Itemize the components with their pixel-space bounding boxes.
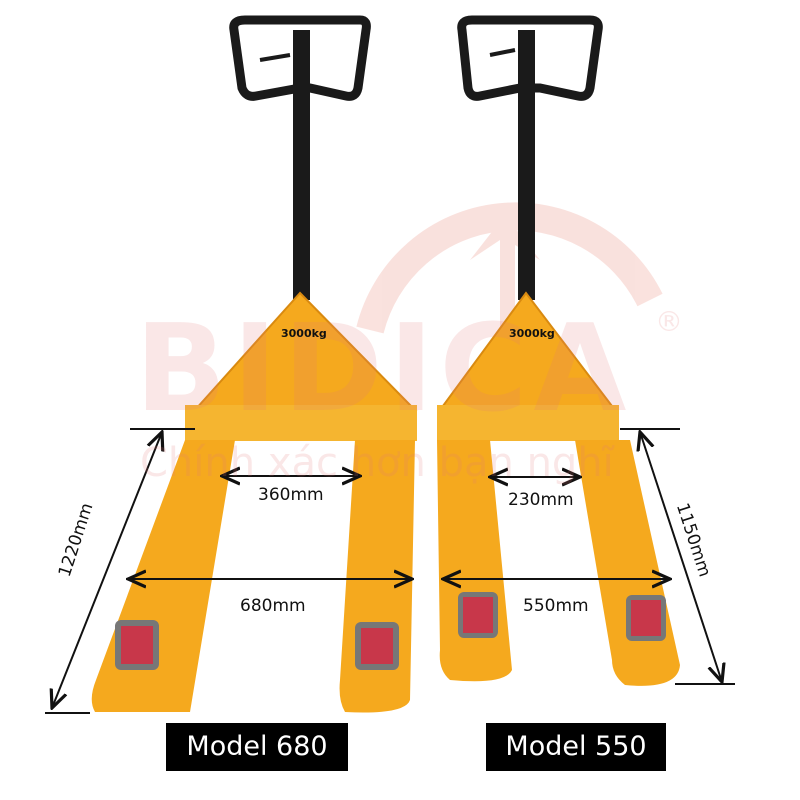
inner-width-550: 230mm [508,490,574,510]
model-680-label: Model 680 [166,723,348,771]
outer-width-680: 680mm [240,596,306,616]
model-550-label: Model 550 [486,723,666,771]
inner-width-680: 360mm [258,485,324,505]
watermark-slogan: Chính xác hơn bạn nghĩ [140,440,614,486]
dimension-lines [45,428,735,714]
registered-mark: ® [655,305,683,338]
watermark-brand: BIDICA [135,300,633,439]
capacity-label-680: 3000kg [281,327,327,340]
pallet-truck-550 [437,15,680,686]
outer-width-550: 550mm [523,596,589,616]
capacity-label-550: 3000kg [509,327,555,340]
